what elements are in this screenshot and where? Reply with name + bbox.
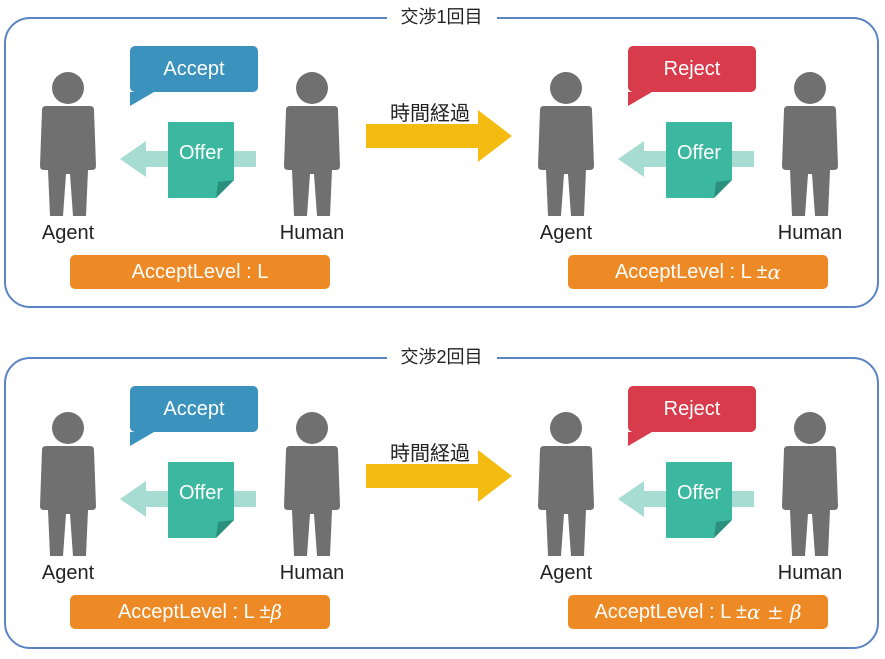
- agent-person-icon: [530, 410, 602, 560]
- agent-person-icon: [530, 70, 602, 220]
- offer-document-icon: Offer: [168, 462, 234, 538]
- response-label: Reject: [663, 57, 721, 80]
- human-person-icon: [276, 410, 348, 560]
- accept-level-bar: AcceptLevel : L: [70, 255, 330, 289]
- agent-label: Agent: [539, 562, 593, 584]
- human-person-icon: [276, 70, 348, 220]
- level-text: AcceptLevel : L ±: [117, 600, 271, 623]
- accept-level-bar: AcceptLevel : L ± β: [70, 595, 330, 629]
- response-label: Accept: [163, 57, 225, 80]
- reject-speech-bubble: Reject: [628, 46, 756, 106]
- right-arrow-icon: [366, 110, 512, 162]
- agent-label: Agent: [539, 222, 593, 244]
- offer-document-icon: Offer: [666, 462, 732, 538]
- accept-level-bar: AcceptLevel : L ± α: [568, 255, 828, 289]
- level-greek: α: [767, 260, 782, 284]
- offer-document-icon: Offer: [666, 122, 732, 198]
- human-label: Human: [279, 562, 345, 584]
- level-text: AcceptLevel : L ±: [594, 600, 747, 623]
- round-title: 交渉2回目: [386, 346, 497, 368]
- human-person-icon: [774, 410, 846, 560]
- offer-label: Offer: [676, 482, 722, 504]
- accept-speech-bubble: Accept: [130, 386, 258, 446]
- level-greek: β: [270, 600, 283, 624]
- response-label: Reject: [663, 397, 721, 420]
- reject-speech-bubble: Reject: [628, 386, 756, 446]
- human-label: Human: [777, 562, 843, 584]
- accept-speech-bubble: Accept: [130, 46, 258, 106]
- level-text: AcceptLevel : L: [131, 260, 269, 283]
- response-label: Accept: [163, 397, 225, 420]
- agent-label: Agent: [41, 222, 95, 244]
- offer-label: Offer: [178, 142, 224, 164]
- offer-document-icon: Offer: [168, 122, 234, 198]
- right-arrow-icon: [366, 450, 512, 502]
- offer-label: Offer: [676, 142, 722, 164]
- human-label: Human: [279, 222, 345, 244]
- level-greek: α ± β: [747, 600, 802, 624]
- time-elapsed-label: 時間経過: [390, 443, 470, 465]
- round-title: 交渉1回目: [386, 6, 497, 28]
- agent-person-icon: [32, 410, 104, 560]
- human-label: Human: [777, 222, 843, 244]
- human-person-icon: [774, 70, 846, 220]
- negotiation-round-2: 交渉2回目: [4, 346, 879, 649]
- level-text: AcceptLevel : L ±: [614, 260, 768, 283]
- time-elapsed-label: 時間経過: [390, 103, 470, 125]
- accept-level-bar: AcceptLevel : L ± α ± β: [568, 595, 828, 629]
- agent-label: Agent: [41, 562, 95, 584]
- negotiation-round-1: 交渉1回目: [4, 6, 879, 308]
- agent-person-icon: [32, 70, 104, 220]
- offer-label: Offer: [178, 482, 224, 504]
